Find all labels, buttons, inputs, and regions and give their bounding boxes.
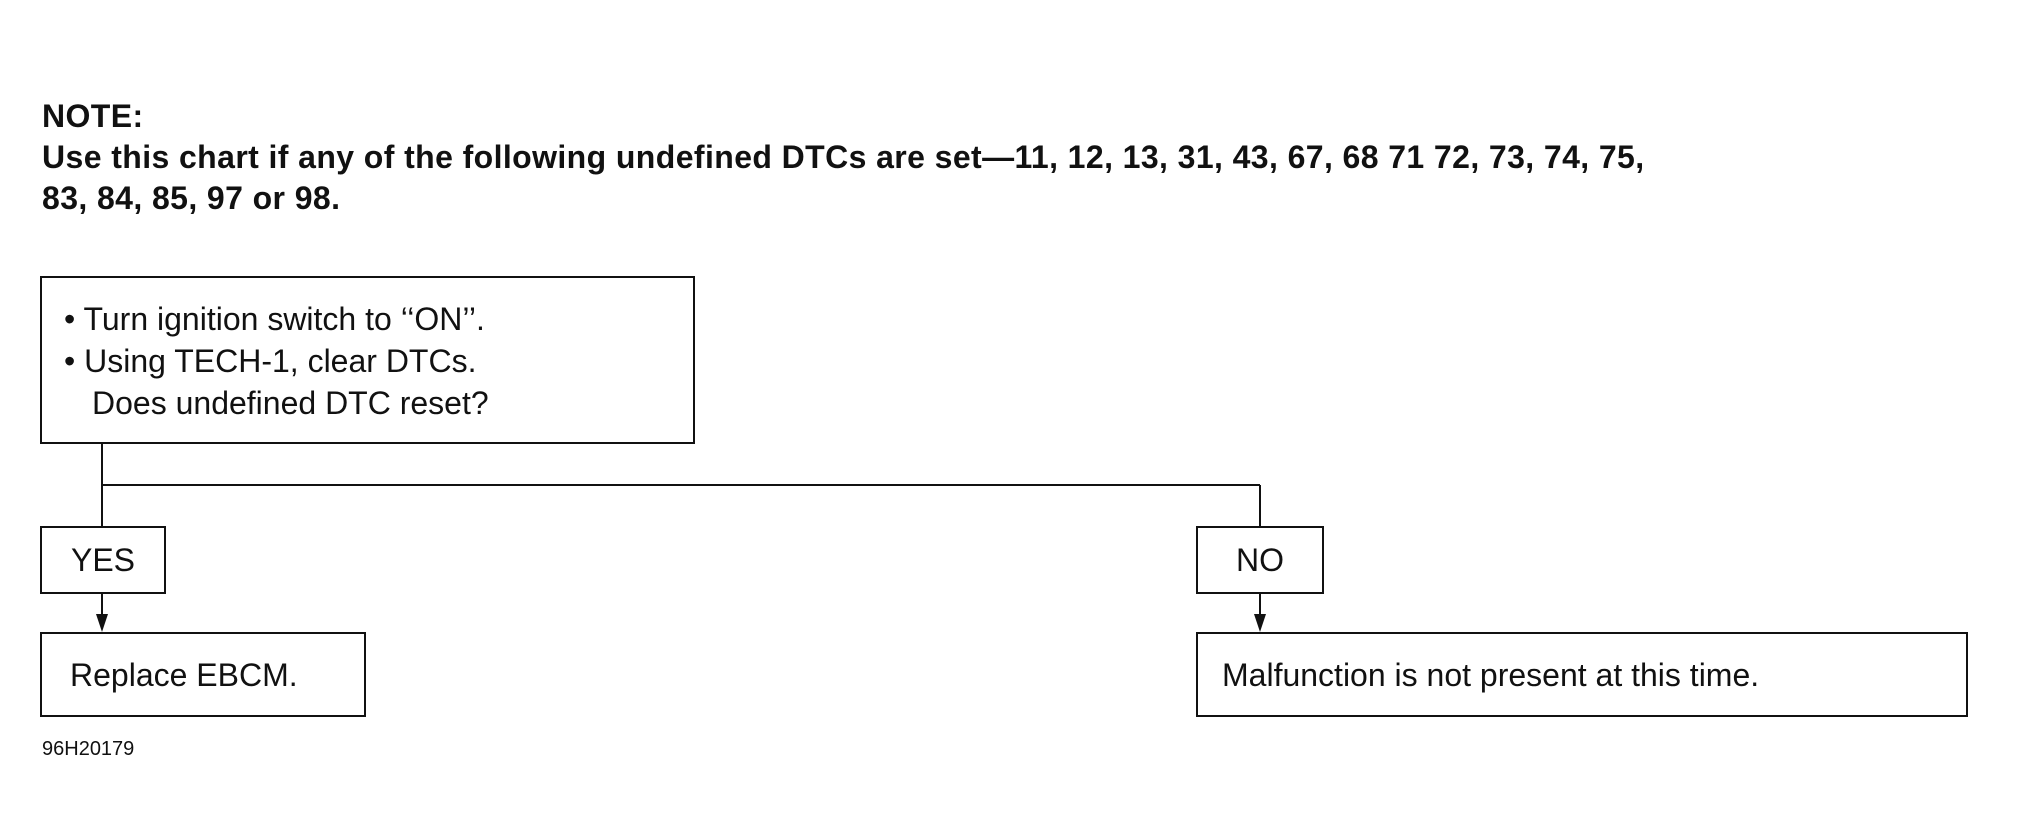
arrowhead-yes <box>96 614 108 632</box>
question-bullet-2: • Using TECH-1, clear DTCs. <box>64 343 477 379</box>
yes-result-text: Replace EBCM. <box>70 656 298 693</box>
arrowhead-no <box>1254 614 1266 632</box>
question-text: Does undefined DTC reset? <box>92 385 489 421</box>
question-bullet-1: • Turn ignition switch to ‘‘ON’’. <box>64 301 485 337</box>
no-label: NO <box>1236 542 1284 578</box>
question-box: • Turn ignition switch to ‘‘ON’’. • Usin… <box>40 276 695 444</box>
note-heading: NOTE: <box>42 98 144 134</box>
figure-number: 96H20179 <box>42 738 135 760</box>
note-text-line-1: Use this chart if any of the following u… <box>42 139 1645 175</box>
yes-result-box: Replace EBCM. <box>40 632 366 717</box>
note-text-line-2: 83, 84, 85, 97 or 98. <box>42 180 341 216</box>
no-label-box: NO <box>1196 526 1324 594</box>
note: NOTE: Use this chart if any of the follo… <box>42 96 2002 219</box>
no-result-text: Malfunction is not present at this time. <box>1222 656 1760 693</box>
yes-label: YES <box>70 542 136 578</box>
no-result-box: Malfunction is not present at this time. <box>1196 632 1968 717</box>
yes-label-box: YES <box>40 526 166 594</box>
